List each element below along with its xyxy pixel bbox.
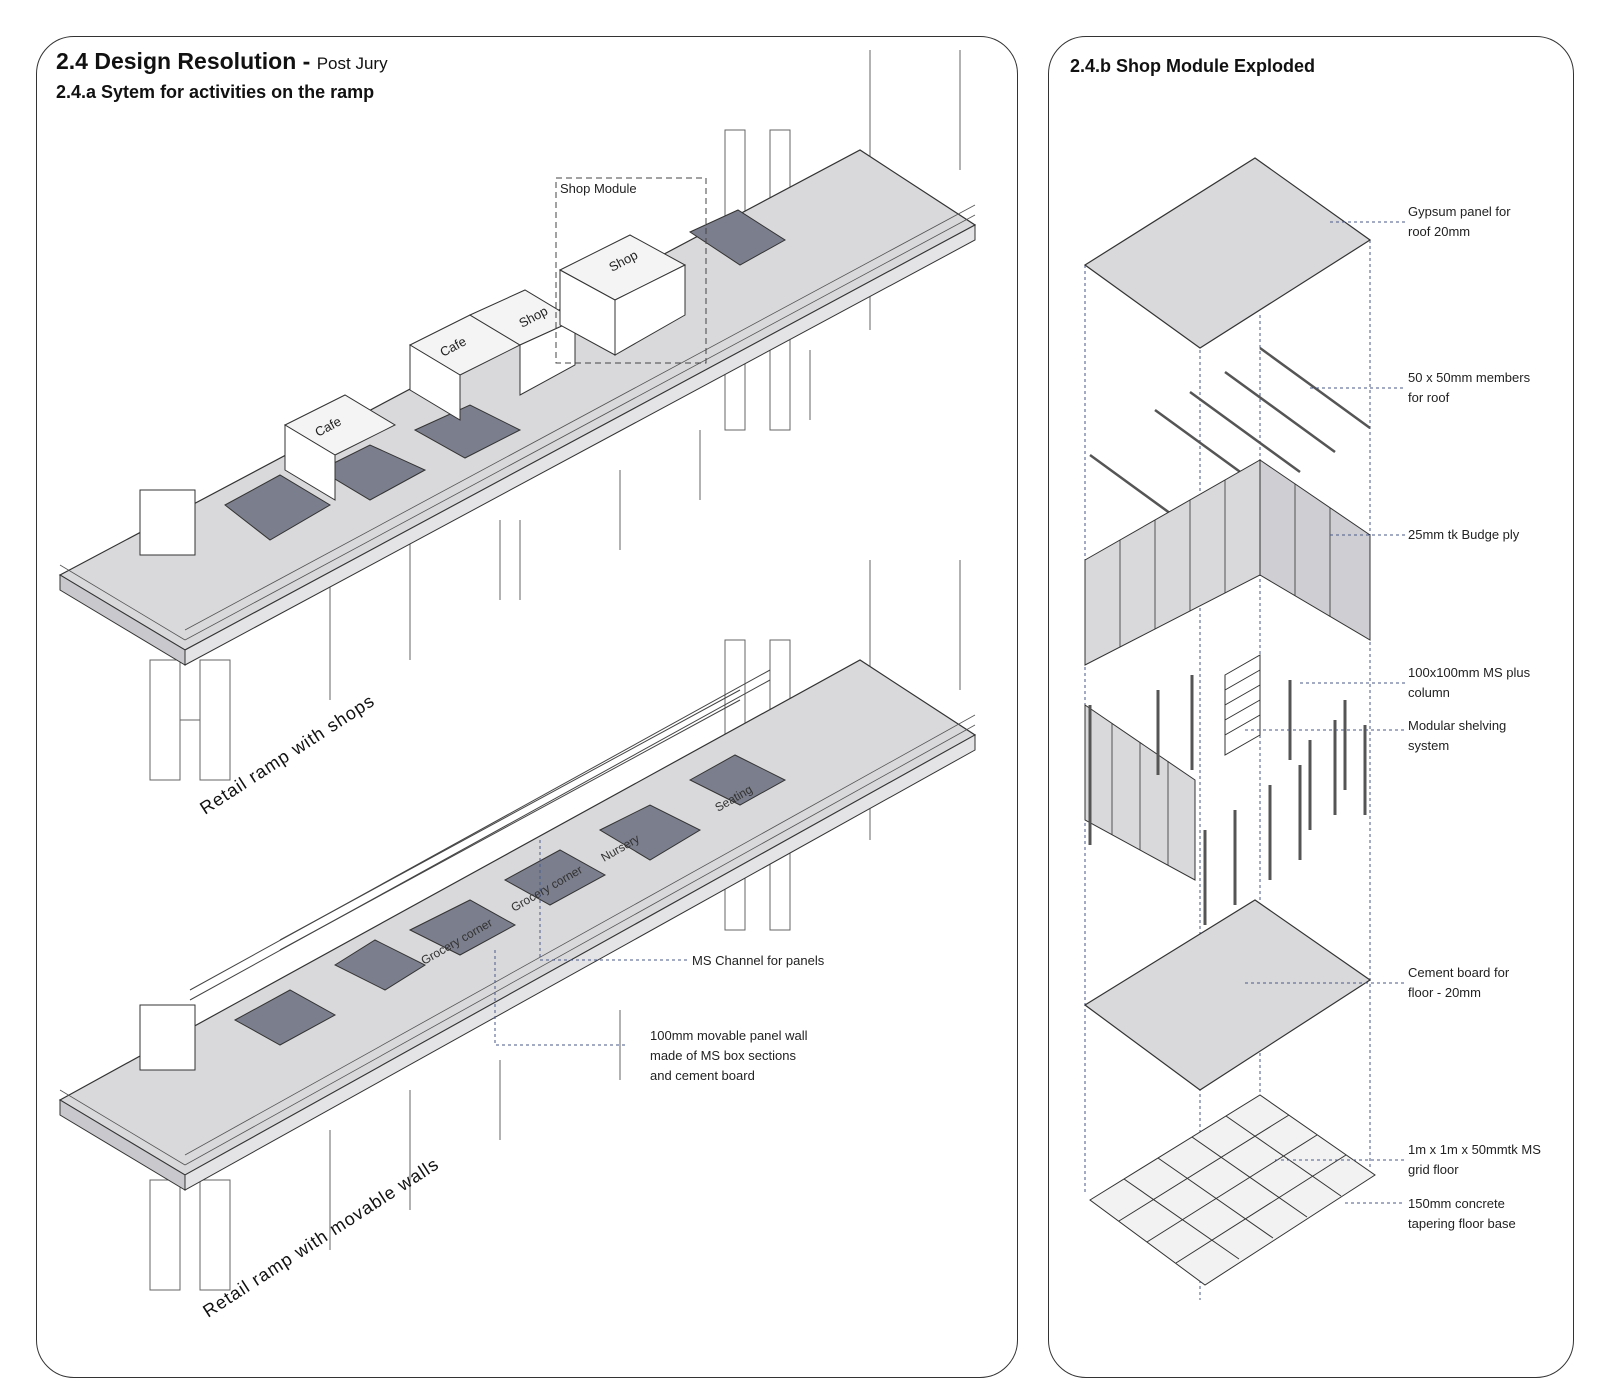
top-ramp-dark-floors — [224, 209, 786, 541]
callout-channel: MS Channel for panels — [692, 953, 825, 968]
shop-module-label: Shop Module — [560, 181, 637, 196]
label-cement-2: floor - 20mm — [1408, 985, 1481, 1000]
top-ramp: Shop Module Cafe Cafe Shop Shop Retail r… — [58, 50, 977, 818]
bottom-ramp-columns — [149, 560, 961, 1291]
label-ply: 25mm tk Budge ply — [1408, 527, 1520, 542]
label-base-2: tapering floor base — [1408, 1216, 1516, 1231]
ply-wall-panels — [1084, 459, 1371, 666]
label-grid-1: 1m x 1m x 50mmtk MS — [1408, 1142, 1541, 1157]
label-cement-1: Cement board for — [1408, 965, 1510, 980]
label-grid-2: grid floor — [1408, 1162, 1459, 1177]
bottom-ramp-kiosk — [139, 1004, 196, 1071]
main-title: 2.4 Design Resolution - Post Jury — [56, 48, 388, 75]
bottom-ramp-caption: Retail ramp with movable walls — [199, 1154, 442, 1322]
bottom-ramp-railing — [59, 714, 976, 1166]
top-ramp-deck — [58, 149, 977, 651]
ms-grid-floor — [1089, 1094, 1376, 1286]
label-shelving-1: Modular shelving — [1408, 718, 1506, 733]
lower-wall-and-columns — [1084, 654, 1367, 925]
exploded-labels: Gypsum panel for roof 20mm 50 x 50mm mem… — [1408, 204, 1541, 1231]
label-gypsum-2: roof 20mm — [1408, 224, 1470, 239]
shop-module-dashed-box — [555, 177, 707, 364]
exploded-leaders — [1245, 221, 1405, 1204]
callout-wall-line-3: and cement board — [650, 1068, 755, 1083]
bottom-ramp-frame — [189, 669, 771, 1001]
roof-gypsum-panel — [1083, 157, 1372, 349]
label-shelving-2: system — [1408, 738, 1449, 753]
callout-wall-line-2: made of MS box sections — [650, 1048, 796, 1063]
label-members-2: for roof — [1408, 390, 1450, 405]
shelving-unit — [1224, 654, 1261, 756]
bottom-ramp: Grocery corner Grocery corner Nursery Se… — [58, 560, 977, 1322]
right-title: 2.4.b Shop Module Exploded — [1070, 56, 1316, 76]
cement-board-floor — [1083, 899, 1372, 1091]
main-title-text: 2.4 Design Resolution - — [56, 48, 311, 74]
label-members-1: 50 x 50mm members — [1408, 370, 1531, 385]
top-ramp-railing — [59, 204, 976, 641]
bottom-ramp-dark-floors — [233, 754, 787, 1046]
label-column-1: 100x100mm MS plus — [1408, 665, 1531, 680]
label-column-2: column — [1408, 685, 1450, 700]
bottom-ramp-deck — [58, 659, 977, 1176]
main-title-suffix: Post Jury — [316, 54, 388, 73]
bottom-ramp-leaders — [494, 840, 690, 1046]
left-subtitle: 2.4.a Sytem for activities on the ramp — [56, 82, 375, 102]
label-base-1: 150mm concrete — [1408, 1196, 1505, 1211]
top-ramp-modules — [139, 234, 687, 556]
callout-wall-line-1: 100mm movable panel wall — [650, 1028, 808, 1043]
top-ramp-caption: Retail ramp with shops — [196, 690, 378, 818]
exploded-module: Gypsum panel for roof 20mm 50 x 50mm mem… — [1083, 157, 1541, 1300]
label-gypsum-1: Gypsum panel for — [1408, 204, 1511, 219]
